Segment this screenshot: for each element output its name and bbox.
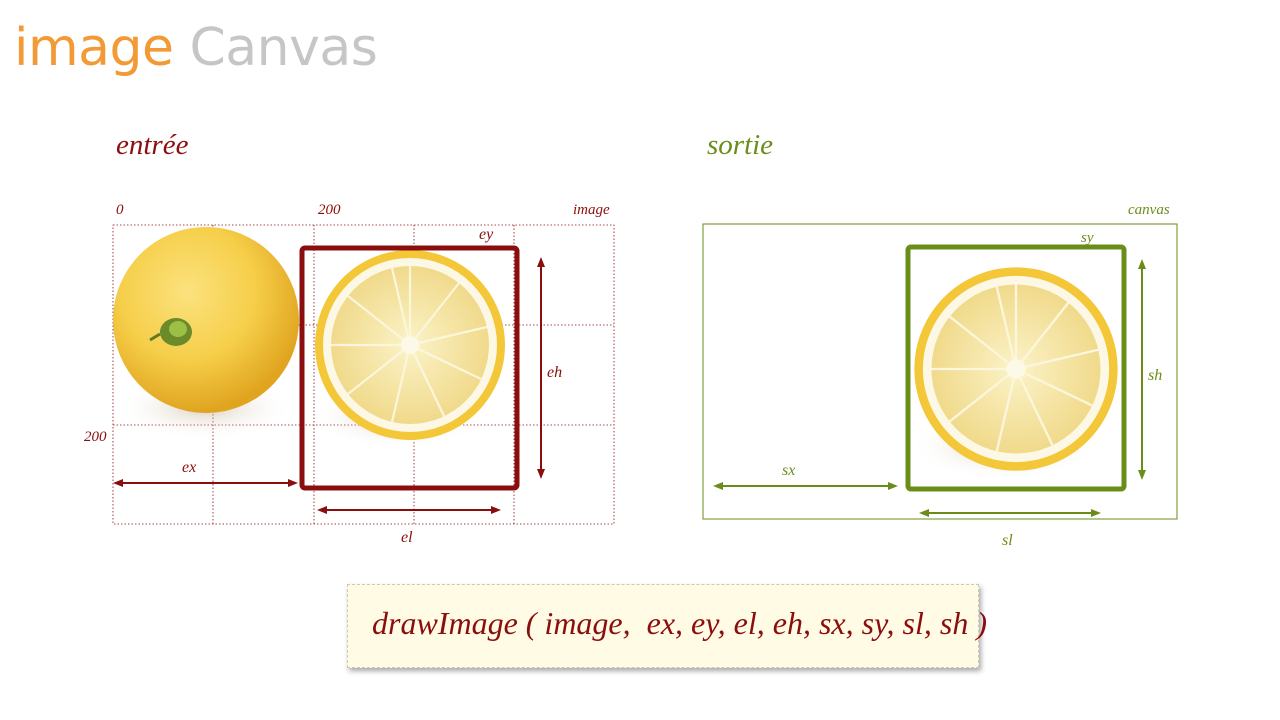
tick-label-x0: 0 [116, 202, 124, 218]
el-arrow-head-left [317, 506, 327, 514]
sh-arrow-head-top [1138, 259, 1146, 269]
input-image-label: image [573, 202, 610, 218]
sl-label: sl [1002, 532, 1013, 549]
input-heading: entrée [116, 129, 189, 161]
sl-arrow-head-left [919, 509, 929, 517]
sh-label: sh [1148, 367, 1163, 384]
sh-arrow-head-bottom [1138, 470, 1146, 480]
extraction-rectangle [299, 245, 520, 491]
drawn-lemon-image [907, 266, 1119, 482]
tick-label-x200: 200 [318, 202, 341, 218]
page-title: image Canvas [14, 22, 378, 74]
ey-label: ey [479, 226, 494, 243]
output-canvas-label: canvas [1128, 202, 1170, 218]
input-panel [112, 224, 615, 525]
el-label: el [401, 529, 413, 546]
eh-arrow-head-top [537, 257, 545, 267]
destination-rectangle [905, 244, 1127, 492]
tick-label-y200: 200 [84, 429, 107, 445]
draw-image-code: drawImage ( image, ex, ey, el, eh, sx, s… [372, 605, 987, 641]
title-word-canvas: Canvas [189, 18, 378, 78]
el-arrow-head-right [491, 506, 501, 514]
half-lemon-image [308, 248, 507, 451]
sx-arrow-head-left [713, 482, 723, 490]
eh-label: eh [547, 364, 563, 381]
output-heading: sortie [707, 129, 774, 161]
whole-lemon-image [113, 227, 299, 440]
ex-arrow-head-right [288, 479, 298, 487]
sl-arrow-head-right [1091, 509, 1101, 517]
code-box: drawImage ( image, ex, ey, el, eh, sx, s… [347, 584, 987, 668]
sx-label: sx [782, 462, 796, 479]
output-canvas-bounds [702, 223, 1178, 520]
ex-label: ex [182, 459, 197, 476]
input-image-bounds [112, 224, 615, 525]
ex-arrow-head-left [113, 479, 123, 487]
eh-arrow-head-bottom [537, 469, 545, 479]
sx-arrow-head-right [888, 482, 898, 490]
title-word-image: image [14, 18, 174, 78]
sy-label: sy [1081, 230, 1094, 246]
output-panel [702, 223, 1178, 520]
